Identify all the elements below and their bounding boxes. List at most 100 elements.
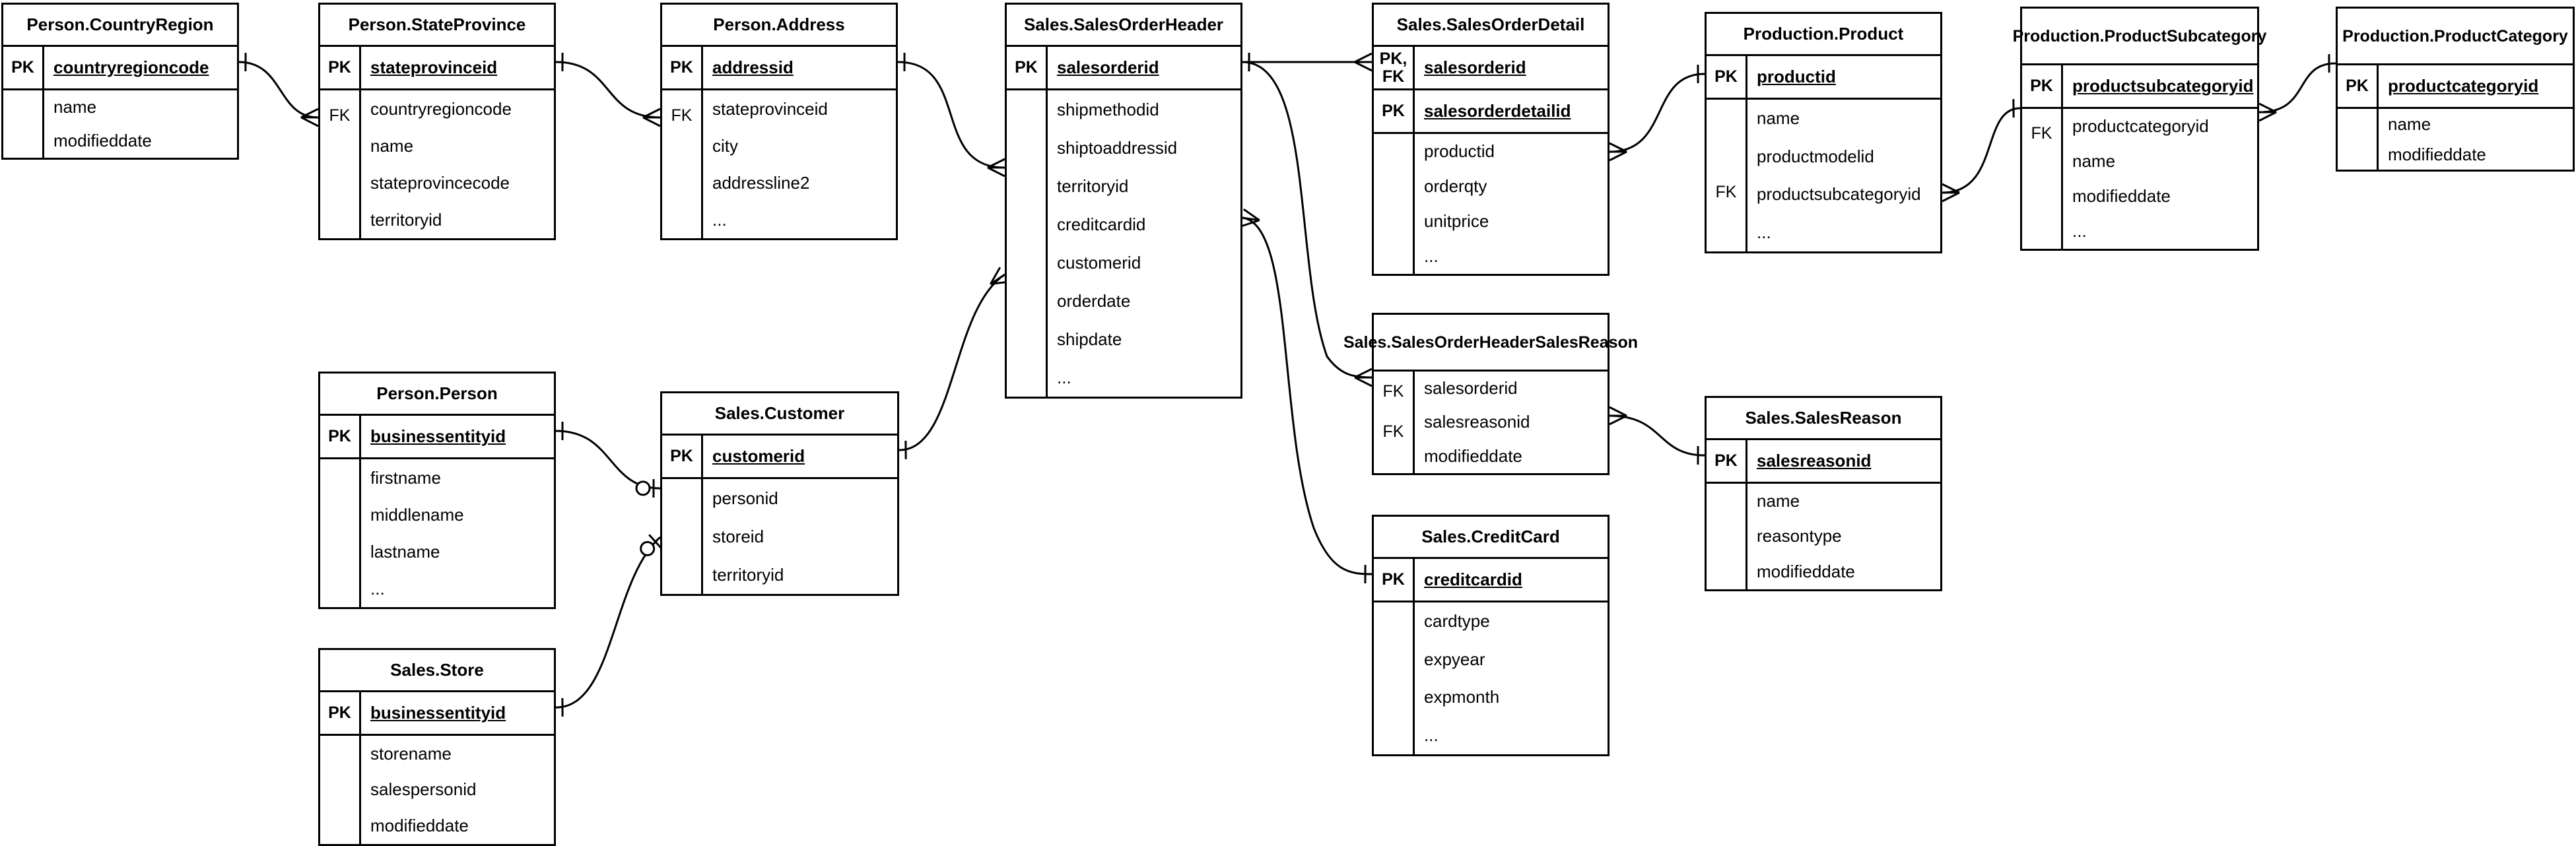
attribute-name: modifieddate <box>53 131 152 150</box>
key-badge-line-pk: PK <box>328 427 351 446</box>
attribute-row: firstname <box>361 468 554 488</box>
pk-field-name: addressid <box>712 57 794 77</box>
entity-title: Person.Person <box>320 374 554 416</box>
attribute-row: ... <box>2063 221 2257 242</box>
cardinality-many-marker <box>1240 208 1260 228</box>
key-column: PK <box>1374 559 1415 754</box>
pk-field-cell: businessentityid <box>361 416 554 459</box>
attribute-list: name productmodelid productsubcategoryid..… <box>1747 100 1940 251</box>
key-badge-cell: PK <box>3 47 42 90</box>
key-badge-cell: PK <box>1707 440 1746 484</box>
attribute-key-list <box>662 479 701 594</box>
attribute-name: ... <box>712 209 727 230</box>
attribute-name: ... <box>1757 222 1771 242</box>
pk-field-cell: salesorderid <box>1415 47 1608 90</box>
attribute-list: name modifieddate <box>44 90 237 158</box>
attribute-name: middlename <box>370 504 464 525</box>
attribute-row: productmodelid <box>1747 146 1940 167</box>
field-column: productsubcategoryid productcategoryid nam… <box>2063 65 2257 249</box>
attribute-key-list <box>2338 109 2377 170</box>
attribute-row: creditcardid <box>1048 214 1240 235</box>
attribute-key-list <box>3 90 42 158</box>
pk-field-name: salesorderid <box>1057 57 1159 77</box>
entity-title-line: Sales.Store <box>390 659 484 680</box>
attribute-row: modifieddate <box>2379 145 2573 165</box>
key-badge-cell: PK <box>2022 65 2061 109</box>
pk-field-cell: salesorderdetailid <box>1415 90 1608 134</box>
key-badge-cell: PK <box>1374 90 1413 134</box>
attribute-name: creditcardid <box>1057 214 1146 234</box>
cardinality-many-marker <box>1609 142 1627 162</box>
connector-line <box>1242 216 1373 575</box>
key-badge-line-pk: PK <box>328 58 351 77</box>
attribute-row: personid <box>703 488 897 509</box>
attribute-name: territoryid <box>712 564 784 585</box>
connector-line <box>238 61 319 119</box>
attribute-list: productcategoryid name modifieddate... <box>2063 109 2257 249</box>
cardinality-many-marker <box>1942 183 1960 203</box>
attribute-row: territoryid <box>361 210 554 230</box>
attribute-name: modifieddate <box>2388 144 2486 164</box>
key-column: PK <box>2338 65 2379 170</box>
entity-title-line: Production.Product <box>2342 26 2497 46</box>
entity-title-line: Production.Product <box>2012 26 2167 46</box>
entity-title-line: Sales.SalesOrder <box>1343 333 1479 352</box>
attribute-row: lastname <box>361 542 554 562</box>
key-badge-cell: PK <box>1374 559 1413 602</box>
key-column: PK FK <box>2022 65 2063 249</box>
cardinality-many-marker <box>1609 406 1627 426</box>
attribute-name: ... <box>1424 725 1439 745</box>
attribute-row: modifieddate <box>44 131 237 151</box>
attribute-name: productcategoryid <box>2072 116 2209 136</box>
attribute-name: name <box>1757 108 1800 129</box>
key-badge-line-pk: PK <box>1015 58 1038 77</box>
attribute-row: shipmethodid <box>1048 100 1240 120</box>
pk-field-name: salesreasonid <box>1757 451 1872 471</box>
attribute-name: name <box>2072 151 2116 171</box>
attribute-row: stateprovinceid <box>703 99 896 119</box>
attribute-row: expmonth <box>1415 687 1608 707</box>
attribute-name: salespersonid <box>370 779 477 800</box>
attribute-row: name <box>361 136 554 156</box>
fk-badge: FK <box>2031 123 2052 143</box>
key-column: PK <box>3 47 44 158</box>
attribute-row: productsubcategoryid <box>1747 184 1940 205</box>
pk-field-cell: countryregioncode <box>44 47 237 90</box>
field-column: businessentityid firstname middlename lastn… <box>361 416 554 607</box>
attribute-row: name <box>44 97 237 117</box>
attribute-name: modifieddate <box>2072 186 2171 206</box>
attribute-row: reasontype <box>1747 526 1940 546</box>
cardinality-zero-or-one-marker <box>640 534 663 556</box>
pk-field-cell: productsubcategoryid <box>2063 65 2257 109</box>
key-badge-cell: PK <box>320 692 359 736</box>
key-badge-line-pk: PK <box>2346 77 2369 96</box>
